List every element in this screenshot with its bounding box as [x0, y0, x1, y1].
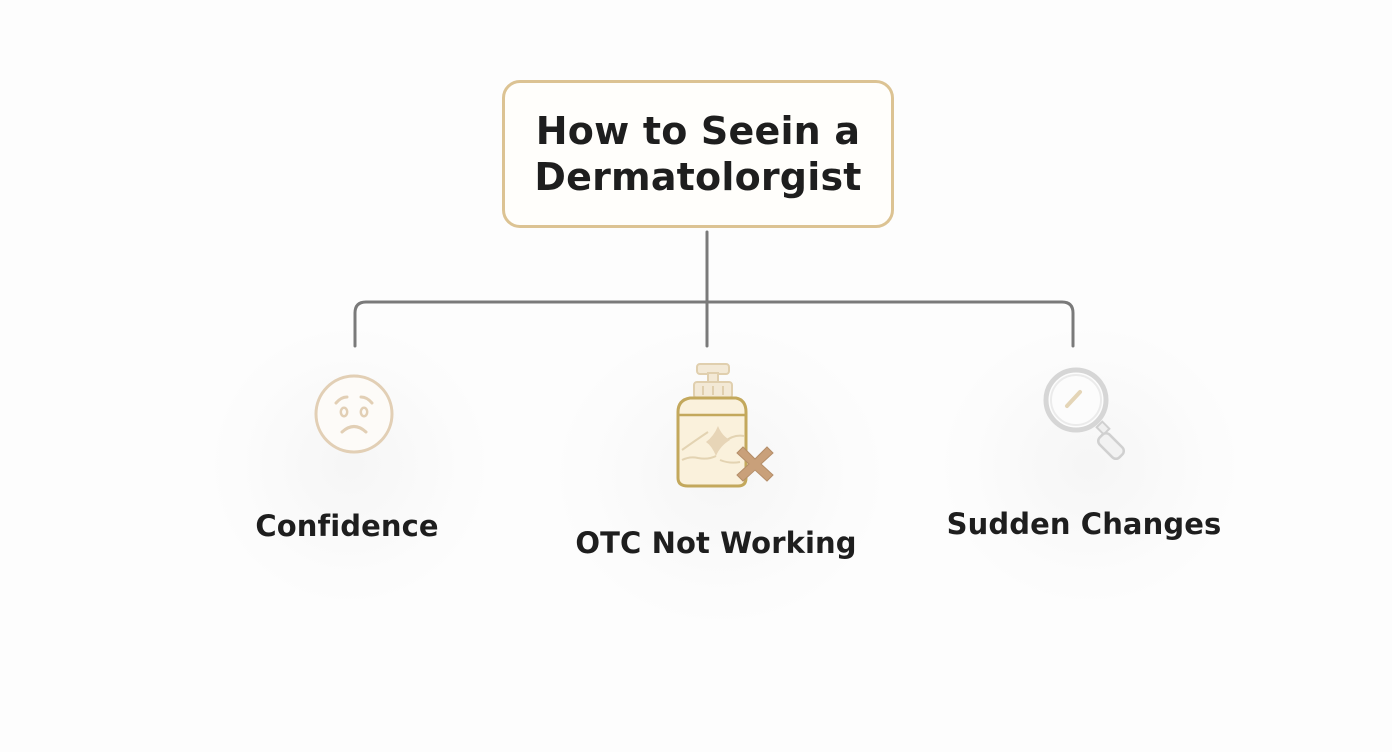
worried-face-icon [314, 374, 394, 454]
branch-label-sudden-changes: Sudden Changes [946, 507, 1222, 541]
title-box: How to Seein a Dermatolorgist [502, 80, 894, 228]
title-line-2: Dermatolorgist [534, 155, 862, 199]
magnifying-glass-icon [1043, 367, 1126, 461]
branch-label-otc-not-working: OTC Not Working [575, 526, 857, 560]
title-line-1: How to Seein a [535, 109, 861, 153]
pump-bottle-with-x-icon [676, 363, 774, 488]
branch-label-confidence: Confidence [255, 509, 439, 543]
connector-left-branch [353, 300, 709, 348]
